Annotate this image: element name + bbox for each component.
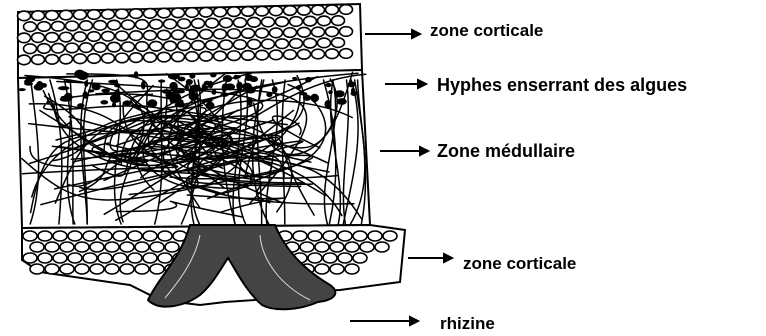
label-rhizine: rhizine	[440, 315, 495, 332]
label-zone-corticale-upper: zone corticale	[430, 22, 543, 39]
label-zone-medullaire: Zone médullaire	[437, 142, 575, 160]
upper-cortical-cells	[18, 5, 353, 65]
label-zone-corticale-lower: zone corticale	[463, 255, 576, 272]
label-hyphes-enserrant-des-algues: Hyphes enserrant des algues	[437, 76, 687, 94]
